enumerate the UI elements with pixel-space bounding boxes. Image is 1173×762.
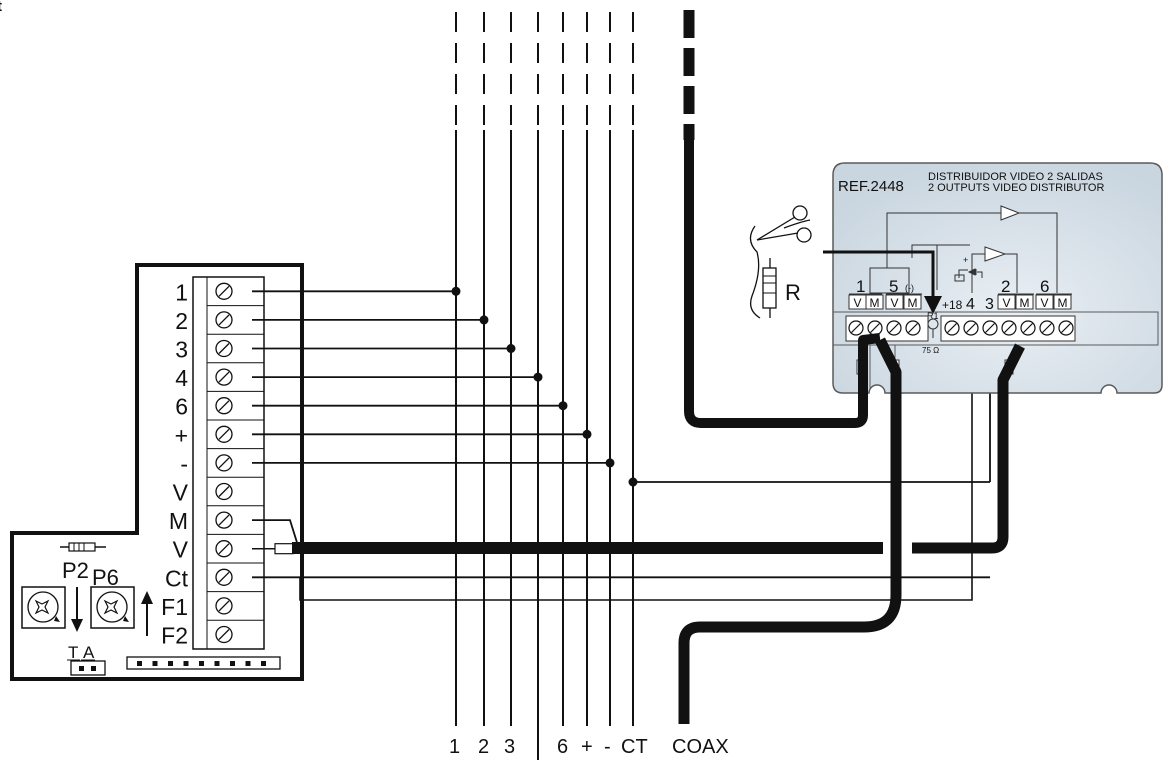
- plus-mark: +: [963, 255, 968, 265]
- distributor-screw-4[interactable]: [944, 320, 960, 336]
- bottom-label-2: 3: [504, 736, 515, 758]
- potentiometer-p6[interactable]: [90, 586, 135, 629]
- terminal-screw-3[interactable]: [215, 368, 233, 386]
- terminal-label-6: -: [180, 451, 188, 477]
- arrow-down-icon: [71, 587, 83, 632]
- output-number-5: 5: [889, 277, 898, 296]
- bottom-label-7: COAX: [672, 736, 729, 758]
- terminal-screw-7[interactable]: [215, 482, 233, 501]
- scissors-icon: [749, 205, 812, 319]
- terminal-label-5: +: [175, 422, 188, 448]
- terminal-label-18v: +18: [942, 298, 963, 312]
- terminal-screw-2[interactable]: [215, 339, 233, 358]
- distributor-screw-0[interactable]: [848, 320, 864, 336]
- bottom-label-4: +: [581, 736, 593, 758]
- vm-label-5: M: [1020, 296, 1030, 310]
- junction-dot-4: [558, 401, 568, 411]
- cut-resistor: R: [749, 205, 942, 319]
- terminal-screw-12[interactable]: [215, 625, 233, 644]
- terminal-label-12: F2: [161, 623, 188, 649]
- r1-label: R1: [927, 311, 939, 321]
- distributor-screw-2[interactable]: [886, 320, 902, 336]
- terminal-screw-10[interactable]: [215, 568, 233, 586]
- ohm-label: 75 Ω: [922, 346, 939, 355]
- terminal-screw-0[interactable]: [215, 282, 233, 300]
- distributor-screw-6[interactable]: [982, 320, 998, 336]
- vm-label-3: M: [908, 296, 918, 310]
- terminal-screw-4[interactable]: [215, 397, 233, 415]
- minus-mark: (-): [905, 283, 914, 293]
- distributor-screw-5[interactable]: [963, 320, 979, 336]
- junction-dot-2: [506, 344, 516, 353]
- junction-dot-3: [533, 372, 543, 382]
- door-panel-board: P2 P6 T A: [10, 263, 304, 681]
- junction-dot-5: [582, 429, 592, 439]
- distributor-ref: REF.2448: [838, 178, 904, 195]
- output-number-6: 6: [1040, 277, 1049, 296]
- terminal-label-10: Ct: [165, 565, 189, 591]
- jumper[interactable]: [70, 660, 106, 676]
- terminal-label-8: M: [169, 508, 188, 534]
- terminal-label-7: V: [173, 480, 189, 506]
- output-number-1: 1: [856, 277, 865, 296]
- distributor-title-en: 2 OUTPUTS VIDEO DISTRIBUTOR: [928, 182, 1104, 194]
- terminal-label-11: F1: [161, 594, 188, 620]
- distributor-screw-7[interactable]: [1001, 320, 1017, 336]
- board-resistor: [60, 542, 106, 552]
- terminal-label-2: 3: [175, 337, 188, 363]
- vm-label-2: V: [890, 296, 898, 310]
- riser-bus: [455, 12, 634, 760]
- bottom-label-0: 1: [449, 736, 460, 758]
- terminal-screw-11[interactable]: [215, 597, 233, 615]
- terminal-screw-9[interactable]: [215, 540, 233, 558]
- terminal-label-4: 6: [175, 394, 188, 420]
- terminal-label-0: 1: [175, 279, 188, 305]
- distributor-screw-3[interactable]: [905, 320, 921, 336]
- terminal-label-3: 4: [175, 365, 188, 391]
- coax-cables: [292, 10, 1025, 724]
- potentiometer-p2[interactable]: [21, 586, 66, 629]
- distributor-screw-10[interactable]: [1058, 320, 1074, 336]
- corner-label: t: [0, 0, 2, 15]
- junction-dot-1: [479, 315, 489, 325]
- terminal-screw-1[interactable]: [215, 311, 233, 329]
- terminal-screw-8[interactable]: [215, 511, 233, 529]
- p6-label: P6: [92, 565, 119, 590]
- junction-dot-0: [451, 286, 461, 296]
- jumper-label-t: T: [68, 643, 78, 662]
- wire-power-4: [299, 338, 973, 601]
- resistor-label: R: [785, 280, 801, 305]
- junction-dot-ct: [628, 477, 638, 487]
- bottom-label-1: 2: [478, 736, 489, 758]
- distributor-screw-9[interactable]: [1039, 320, 1055, 336]
- vm-label-6: V: [1040, 296, 1048, 310]
- distributor-screw-8[interactable]: [1020, 320, 1036, 336]
- vm-label-1: M: [870, 296, 880, 310]
- output-number-2: 2: [1001, 277, 1010, 296]
- terminal-label-4: 4: [966, 296, 975, 313]
- vm-label-7: M: [1058, 296, 1068, 310]
- bottom-label-5: -: [604, 736, 611, 758]
- vm-label-4: V: [1002, 296, 1010, 310]
- terminal-label-9: V: [173, 537, 189, 563]
- jumper-label-a: A: [83, 643, 95, 662]
- terminal-wires: [252, 286, 991, 601]
- distributor-screw-1[interactable]: [867, 320, 883, 336]
- terminal-screw-6[interactable]: [215, 454, 233, 472]
- vm-label-0: V: [853, 296, 861, 310]
- amplifier-schematic: [869, 205, 1058, 294]
- terminal-label-3: 3: [985, 296, 994, 313]
- terminal-label-1: 2: [175, 308, 188, 334]
- bottom-label-3: 6: [557, 736, 568, 758]
- video-distributor: REF.2448 DISTRIBUIDOR VIDEO 2 SALIDAS 2 …: [832, 162, 1163, 394]
- bottom-label-6: CT: [621, 736, 648, 758]
- junction-dot-6: [605, 458, 615, 468]
- p2-label: P2: [62, 558, 89, 583]
- terminal-screw-5[interactable]: [215, 425, 233, 443]
- distributor-title-es: DISTRIBUIDOR VIDEO 2 SALIDAS: [928, 171, 1103, 183]
- arrow-up-icon: [141, 591, 153, 636]
